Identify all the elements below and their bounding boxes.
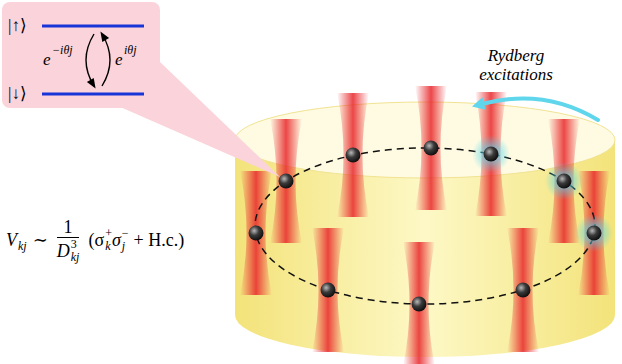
tweezer-beams xyxy=(240,86,610,364)
excitation-arrow xyxy=(484,98,598,120)
rydberg-glow xyxy=(472,135,510,173)
rydberg-glow xyxy=(545,162,583,200)
transition-arrowhead xyxy=(100,31,109,42)
tweezer-beam xyxy=(415,86,447,210)
tweezer-beam xyxy=(240,171,272,295)
transition-arrow xyxy=(102,34,110,86)
index-stack: 3kj xyxy=(71,238,80,264)
rydberg-glows xyxy=(472,135,613,252)
atom xyxy=(516,283,531,298)
excitation-arrowhead xyxy=(472,97,486,110)
formula-symbol: (σ xyxy=(82,230,104,251)
tweezer-beam xyxy=(312,228,344,352)
tweezer-beam xyxy=(270,119,302,243)
spacer xyxy=(18,227,27,240)
atom-ring xyxy=(255,148,595,304)
superscript: 3 xyxy=(71,238,80,251)
index-stack: −j xyxy=(122,227,129,253)
formula-symbol: 1 xyxy=(64,217,73,237)
numerator: 1 xyxy=(64,217,73,237)
atom xyxy=(321,283,336,298)
subscript: kj xyxy=(71,251,80,264)
atom xyxy=(346,148,361,163)
energy-level xyxy=(42,25,144,28)
formula-symbol: V xyxy=(6,230,17,251)
state-ket: |↓⟩ xyxy=(8,84,27,104)
tweezer-beam xyxy=(507,228,539,352)
index-group: −j xyxy=(121,227,129,253)
superscript: + xyxy=(105,227,112,240)
index-stack: kj xyxy=(18,227,27,253)
atom xyxy=(424,141,439,156)
rydberg-glow xyxy=(575,214,613,252)
superscript: − xyxy=(122,227,129,240)
subscript: k xyxy=(105,240,112,253)
transition-arrow xyxy=(86,34,94,86)
formula-symbol: + H.c.) xyxy=(129,230,185,251)
interaction-formula: Vkj∼1D3kj(σ+kσ−j+ H.c.) xyxy=(6,212,184,268)
atom xyxy=(587,226,602,241)
atom xyxy=(484,147,499,162)
fraction: 1D3kj xyxy=(57,217,80,264)
atoms xyxy=(249,141,602,312)
formula-symbol: ∼ xyxy=(27,229,54,251)
atom xyxy=(557,174,572,189)
state-ket: |↑⟩ xyxy=(8,16,27,36)
indexed-symbol: D3kj xyxy=(57,238,80,264)
index-group: +k xyxy=(104,227,112,253)
atom xyxy=(249,226,264,241)
transition-arrowhead xyxy=(87,78,96,89)
phase-base: e xyxy=(115,51,123,69)
tweezer-beam xyxy=(337,93,369,217)
denominator: D3kj xyxy=(57,238,80,264)
subscript: j xyxy=(122,240,129,253)
index-stack: +k xyxy=(105,227,112,253)
state-callout-box: |↑⟩|↓⟩e−iθjeiθj xyxy=(2,2,160,108)
subscript: kj xyxy=(18,240,27,253)
phase-base: e xyxy=(43,51,51,69)
atom xyxy=(279,174,294,189)
phase-exponent: iθj xyxy=(124,43,137,57)
formula-symbol: D xyxy=(57,241,70,261)
phase-exponent: −iθj xyxy=(52,43,73,57)
energy-level xyxy=(42,93,144,96)
indexed-symbol: Vkj xyxy=(6,227,27,253)
atom xyxy=(412,297,427,312)
annotation-label: Rydberg excitations xyxy=(466,46,566,84)
formula-symbol: σ xyxy=(112,230,121,251)
